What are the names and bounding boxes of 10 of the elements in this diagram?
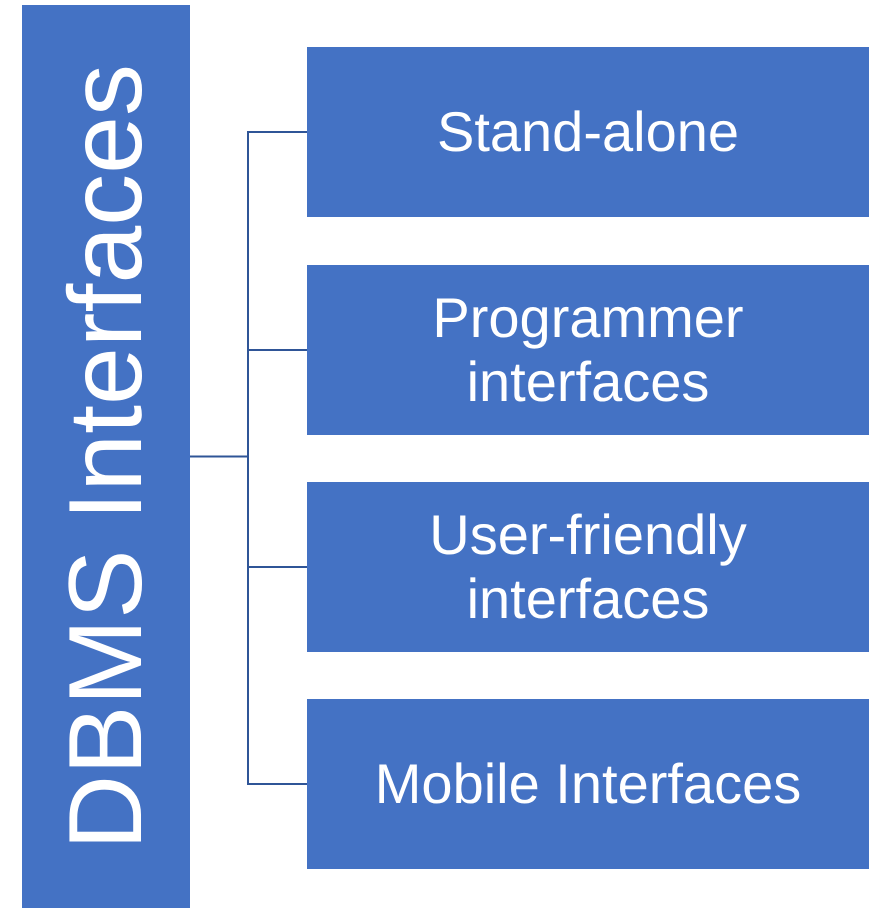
title-bar (22, 5, 190, 908)
category-label: Stand-alone (436, 100, 740, 164)
category-label: Programmer interfaces (431, 286, 745, 414)
title-text: DBMS Interfaces (54, 63, 158, 850)
category-label: Mobile Interfaces (374, 752, 802, 816)
category-box (307, 482, 869, 652)
category-box (307, 699, 869, 869)
category-label: User-friendly interfaces (428, 502, 748, 632)
category-box (307, 265, 869, 435)
category-box (307, 47, 869, 217)
